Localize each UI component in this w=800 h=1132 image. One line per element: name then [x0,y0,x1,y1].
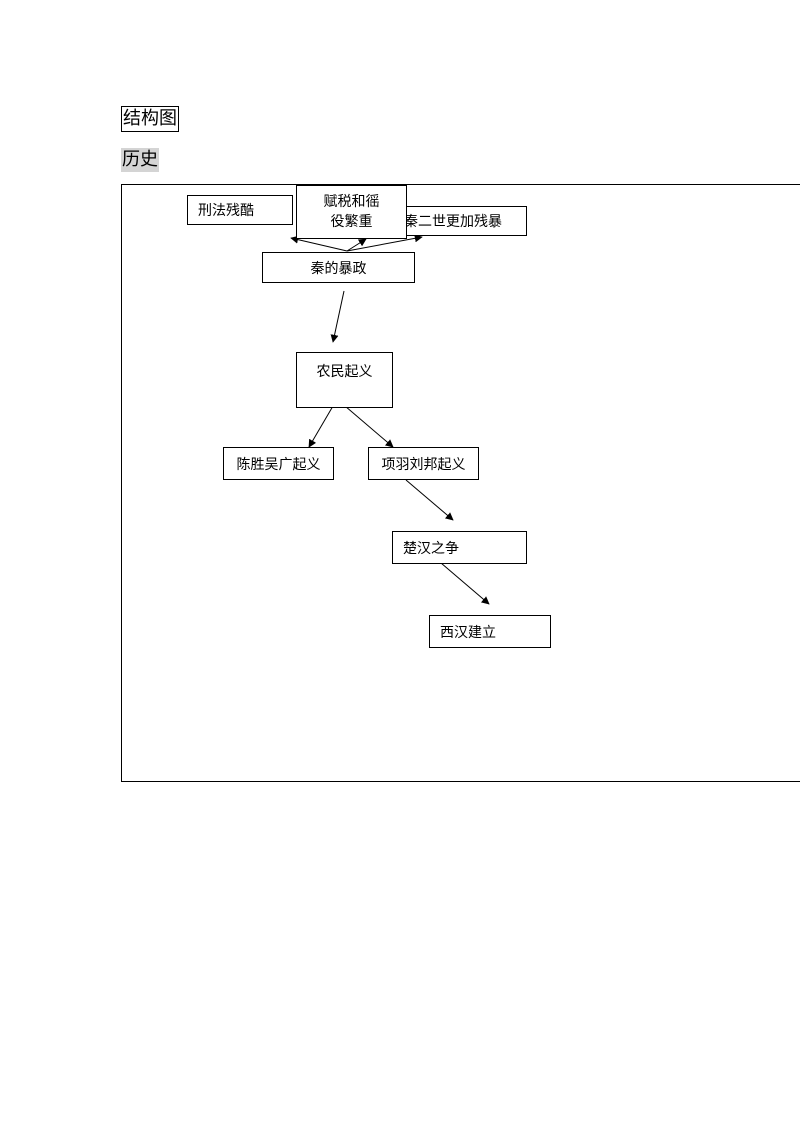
node-heavy-taxes: 赋税和徭 役繁重 [296,185,407,239]
node-chu-han-war: 楚汉之争 [392,531,527,564]
node-peasant-uprising: 农民起义 [296,352,393,408]
arrow-to-xiang-liu [344,405,394,448]
node-xiang-liu-uprising: 项羽刘邦起义 [368,447,479,480]
node-harsh-laws: 刑法残酷 [187,195,293,225]
subject-label: 历史 [121,148,159,172]
diagram-frame [121,184,800,782]
page-heading: 结构图 [121,106,179,132]
node-western-han: 西汉建立 [429,615,551,648]
arrow-to-harsh-laws [290,235,348,252]
arrow-to-western-han [440,562,490,605]
node-chen-wu-uprising: 陈胜吴广起义 [223,447,334,480]
arrow-to-peasant-uprising [330,290,345,343]
arrow-to-chu-han-war [405,479,454,521]
node-qin-tyranny: 秦的暴政 [262,252,415,283]
arrow-to-heavy-taxes [346,238,367,252]
arrow-to-chen-wu [308,405,334,448]
arrow-to-second-emperor [346,234,423,252]
node-second-emperor: 秦二世更加残暴 [391,206,527,236]
